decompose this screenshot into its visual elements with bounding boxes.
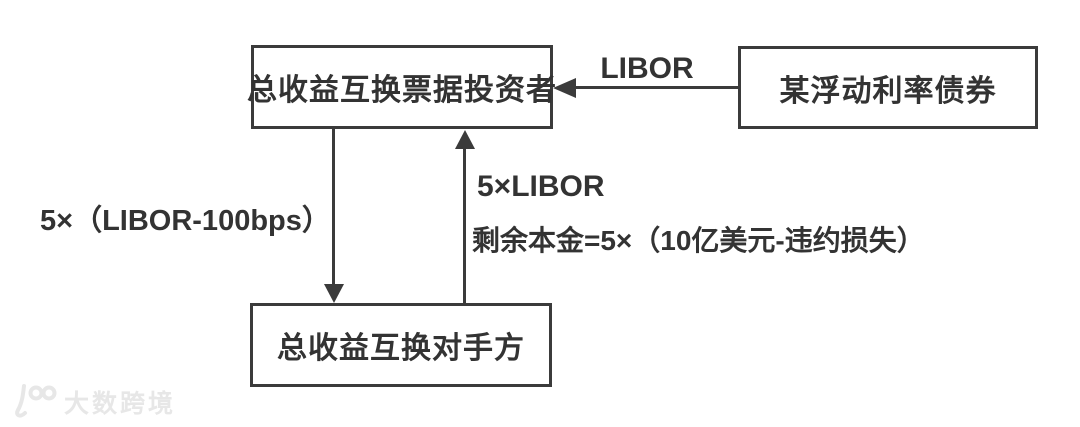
receive-arrow-label-line2: 剩余本金=5×（10亿美元-违约损失） bbox=[472, 225, 925, 256]
arrowhead-left-icon bbox=[553, 78, 576, 98]
libor-arrow-line bbox=[568, 86, 738, 89]
arrowhead-down-icon bbox=[324, 284, 344, 303]
receive-arrow-label-line1: 5×LIBOR bbox=[477, 170, 605, 203]
arrowhead-up-icon bbox=[455, 130, 475, 149]
watermark-label: 大数跨境 bbox=[64, 390, 177, 418]
watermark-logo-icon bbox=[15, 384, 57, 418]
node-investor-box: 总收益互换票据投资者 bbox=[247, 45, 556, 129]
node-bond-box: 某浮动利率债券 bbox=[738, 46, 1038, 129]
node-counterparty-box: 总收益互换对手方 bbox=[250, 303, 552, 387]
receive-arrow-line bbox=[463, 146, 466, 303]
node-bond-label: 某浮动利率债券 bbox=[779, 74, 997, 108]
node-counterparty-label: 总收益互换对手方 bbox=[277, 332, 525, 365]
libor-arrow-label: LIBOR bbox=[600, 52, 694, 85]
pay-arrow-line bbox=[332, 129, 335, 289]
watermark: 大数跨境 bbox=[12, 383, 176, 421]
node-investor-label: 总收益互换票据投资者 bbox=[247, 74, 557, 107]
pay-arrow-label: 5×（LIBOR-100bps） bbox=[40, 205, 331, 237]
